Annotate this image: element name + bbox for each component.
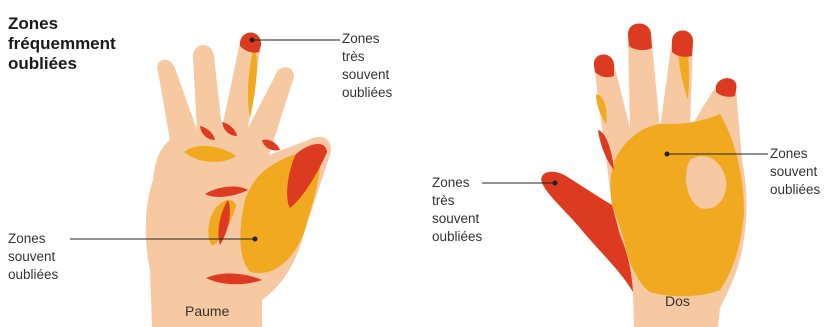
palm-top-label-line-3: souvent [342, 66, 392, 84]
palm-left-label-line-2: souvent [8, 248, 58, 266]
back-left-label-line-1: Zones [432, 174, 482, 192]
back-left-marker-dot [553, 181, 558, 186]
diagram-title: Zones fréquemment oubliées [8, 14, 116, 74]
back-very-often-tip4 [716, 78, 737, 97]
palm-left-marker-dot [253, 237, 258, 242]
palm-left-label-line-3: oubliées [8, 266, 58, 284]
back-right-marker-dot [665, 152, 670, 157]
back-right-label: Zones souvent oubliées [770, 145, 820, 199]
palm-top-label-line-4: oubliées [342, 84, 392, 102]
palm-left-label-line-1: Zones [8, 230, 58, 248]
back-right-label-line-3: oubliées [770, 181, 820, 199]
back-very-often-tip3 [672, 30, 693, 56]
back-left-label-line-4: oubliées [432, 228, 482, 246]
palm-top-label-line-2: très [342, 48, 392, 66]
back-caption: Dos [665, 293, 690, 309]
title-line-2: fréquemment [8, 34, 116, 54]
back-left-label: Zones très souvent oubliées [432, 174, 482, 246]
back-left-label-line-3: souvent [432, 210, 482, 228]
back-right-label-line-2: souvent [770, 163, 820, 181]
title-line-3: oubliées [8, 54, 116, 74]
palm-caption: Paume [185, 303, 229, 319]
palm-top-label: Zones très souvent oubliées [342, 30, 392, 102]
back-left-label-line-2: très [432, 192, 482, 210]
back-hand [541, 24, 746, 327]
back-very-often-tip2 [628, 24, 652, 51]
palm-left-label: Zones souvent oubliées [8, 230, 58, 284]
palm-top-label-line-1: Zones [342, 30, 392, 48]
back-right-label-line-1: Zones [770, 145, 820, 163]
title-line-1: Zones [8, 14, 116, 34]
palm-top-marker-dot [250, 38, 255, 43]
palm-hand [146, 33, 331, 327]
